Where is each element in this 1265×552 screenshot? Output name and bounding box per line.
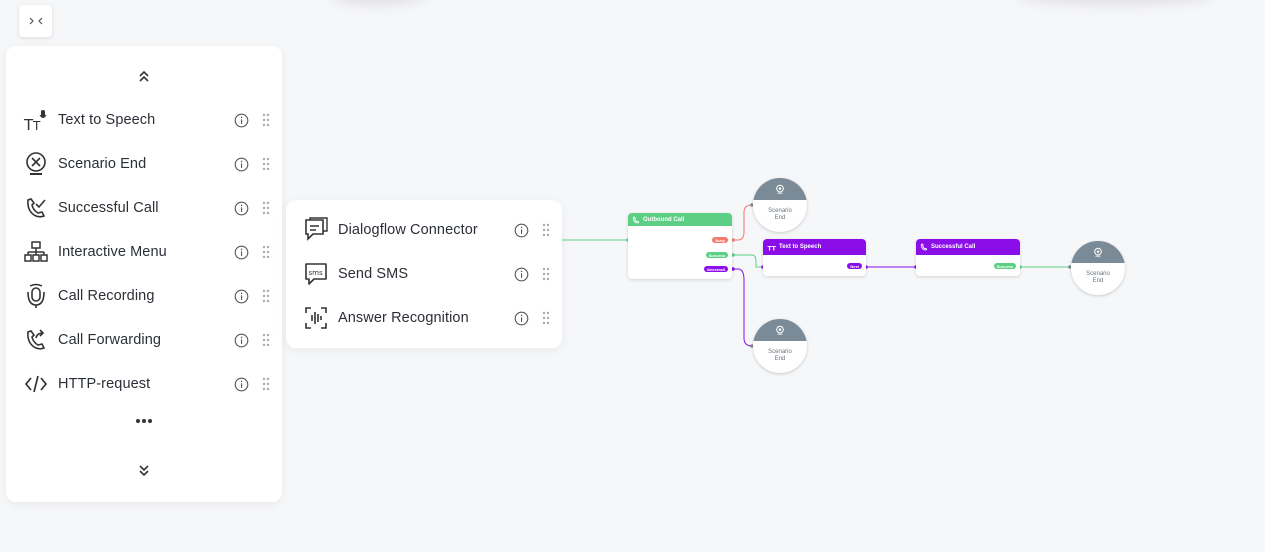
info-icon[interactable] xyxy=(232,375,250,393)
node-header: TT Text to Speech xyxy=(763,239,866,255)
drag-handle-icon[interactable] xyxy=(540,221,552,239)
palette-item-http-request[interactable]: HTTP-request xyxy=(22,368,272,400)
http-request-icon xyxy=(22,370,50,398)
drag-handle-icon[interactable] xyxy=(260,155,272,173)
palette-item-label: Answer Recognition xyxy=(338,310,469,326)
call-forwarding-icon xyxy=(22,326,50,354)
node-header: Outbound Call xyxy=(628,213,732,226)
svg-text:sms: sms xyxy=(309,269,323,277)
text-to-speech-icon: TT xyxy=(768,245,777,251)
palette-item-call-forwarding[interactable]: Call Forwarding xyxy=(22,324,272,356)
output-success[interactable]: Success xyxy=(705,252,728,258)
info-icon[interactable] xyxy=(232,155,250,173)
connector-busy xyxy=(733,204,753,241)
successful-call-icon xyxy=(920,243,928,251)
info-icon[interactable] xyxy=(232,199,250,217)
palette-item-label: Successful Call xyxy=(58,200,159,216)
node-text-to-speech[interactable]: TT Text to Speech Next xyxy=(763,239,866,276)
successful-call-icon xyxy=(22,194,50,222)
palette-item-label: Scenario End xyxy=(58,156,147,172)
drag-handle-icon[interactable] xyxy=(540,309,552,327)
palette-item-successful-call[interactable]: Successful Call xyxy=(22,192,272,224)
palette-item-answer-recognition[interactable]: Answer Recognition xyxy=(302,302,552,334)
drag-handle-icon[interactable] xyxy=(540,265,552,283)
palette-item-send-sms[interactable]: sms Send SMS xyxy=(302,258,552,290)
scroll-down-button[interactable] xyxy=(6,461,282,481)
drag-handle-icon[interactable] xyxy=(260,111,272,129)
ellipsis-icon xyxy=(136,419,152,423)
palette-item-label: Send SMS xyxy=(338,266,409,282)
output-next[interactable]: Next xyxy=(847,263,862,269)
node-title: Text to Speech xyxy=(779,244,822,250)
scenario-end-icon xyxy=(776,184,784,194)
palette-item-call-recording[interactable]: Call Recording xyxy=(22,280,272,312)
node-title: Outbound Call xyxy=(643,216,685,223)
palette-item-dialogflow-connector[interactable]: Dialogflow Connector xyxy=(302,214,552,246)
drag-handle-icon[interactable] xyxy=(260,331,272,349)
info-icon[interactable] xyxy=(512,265,530,283)
svg-text:TT: TT xyxy=(768,245,777,251)
scroll-up-button[interactable] xyxy=(6,66,282,86)
scenario-end-icon xyxy=(776,325,784,335)
dialogflow-icon xyxy=(302,216,330,244)
palette-item-label: Call Recording xyxy=(58,288,155,304)
call-recording-icon xyxy=(22,282,50,310)
collapse-arrows-icon xyxy=(29,17,42,25)
info-icon[interactable] xyxy=(232,243,250,261)
svg-text:T: T xyxy=(32,119,41,132)
text-to-speech-icon: T T xyxy=(22,106,50,134)
palette-item-label: HTTP-request xyxy=(58,376,151,392)
scenario-end-icon xyxy=(22,150,50,178)
double-chevron-up-icon xyxy=(139,70,149,82)
drag-handle-icon[interactable] xyxy=(260,243,272,261)
connector-voicemail xyxy=(733,268,753,347)
collapse-panel-button[interactable] xyxy=(19,5,52,37)
more-blocks-button[interactable] xyxy=(6,418,282,438)
output-voicemail[interactable]: Voicemail xyxy=(703,266,728,272)
drag-handle-icon[interactable] xyxy=(260,375,272,393)
svg-text:T: T xyxy=(23,116,34,132)
connector-success xyxy=(733,254,763,268)
drag-handle-icon[interactable] xyxy=(260,287,272,305)
palette-item-label: Call Forwarding xyxy=(58,332,162,348)
node-outbound-call[interactable]: Outbound Call Busy Success Voicemail xyxy=(628,213,732,279)
info-icon[interactable] xyxy=(232,111,250,129)
scenario-end-icon xyxy=(1094,247,1102,257)
node-title: Successful Call xyxy=(931,244,976,250)
info-icon[interactable] xyxy=(512,309,530,327)
palette-item-label: Dialogflow Connector xyxy=(338,222,478,238)
answer-recognition-icon xyxy=(302,304,330,332)
node-header: Successful Call xyxy=(916,239,1020,255)
sms-icon: sms xyxy=(302,260,330,288)
block-palette: T T Text to Speech Scenario End xyxy=(6,46,282,502)
palette-item-interactive-menu[interactable]: Interactive Menu xyxy=(22,236,272,268)
info-icon[interactable] xyxy=(232,287,250,305)
output-busy[interactable]: Busy xyxy=(712,237,728,243)
output-success[interactable]: Success xyxy=(993,263,1016,269)
node-successful-call[interactable]: Successful Call Success xyxy=(916,239,1020,276)
info-icon[interactable] xyxy=(232,331,250,349)
extra-block-palette: Dialogflow Connector sms Send SMS xyxy=(286,200,562,348)
palette-item-scenario-end[interactable]: Scenario End xyxy=(22,148,272,180)
interactive-menu-icon xyxy=(22,238,50,266)
palette-item-text-to-speech[interactable]: T T Text to Speech xyxy=(22,104,272,136)
palette-item-label: Text to Speech xyxy=(58,112,156,128)
double-chevron-down-icon xyxy=(139,465,149,477)
palette-item-label: Interactive Menu xyxy=(58,244,167,260)
info-icon[interactable] xyxy=(512,221,530,239)
drag-handle-icon[interactable] xyxy=(260,199,272,217)
outbound-call-icon xyxy=(632,216,640,223)
